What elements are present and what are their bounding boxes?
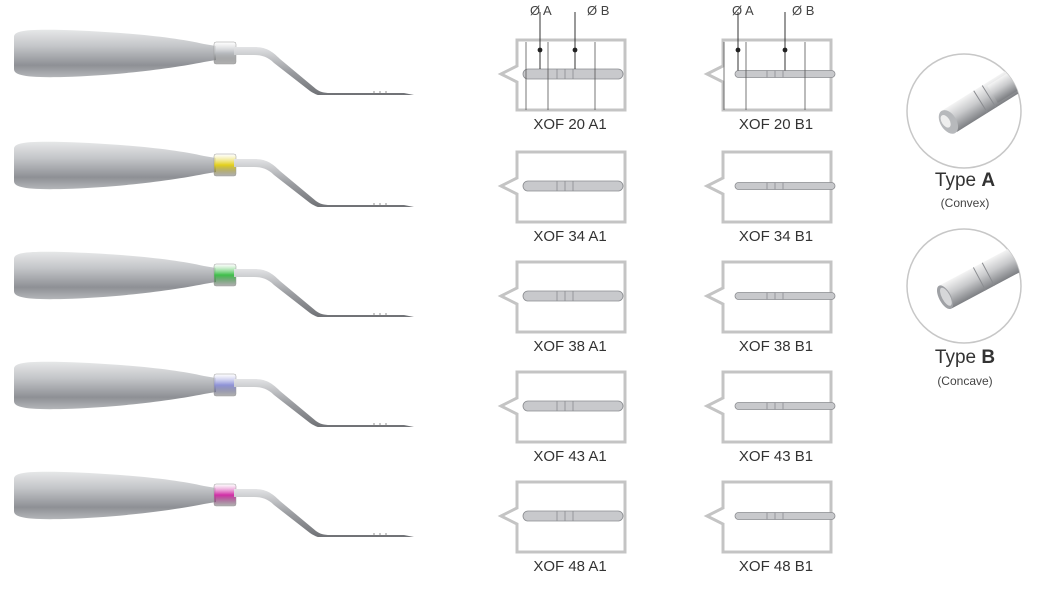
shaft [234, 379, 414, 427]
instrument-code: XOF 38 A1 [533, 338, 607, 355]
type-a-title: Type A [895, 170, 1035, 192]
tip-detail-box [703, 12, 836, 112]
diameter-a-label-b: Ø A [732, 3, 754, 18]
type-a-tip-circle [905, 52, 1023, 170]
collar [213, 483, 237, 507]
instrument-1 [4, 15, 424, 95]
collar [213, 373, 237, 397]
type-a-prefix: Type [934, 170, 982, 191]
instrument-2 [4, 127, 424, 207]
handle [14, 251, 216, 300]
diameter-a-label-a: Ø A [530, 3, 552, 18]
collar [213, 153, 237, 177]
diameter-b-label-b: Ø B [792, 3, 815, 18]
tip-detail-box [703, 150, 836, 224]
type-a-note: (Convex) [940, 196, 990, 210]
type-b-tip-circle [905, 227, 1023, 345]
collar [213, 263, 237, 287]
instrument-code: XOF 20 A1 [533, 116, 607, 133]
instrument-code: XOF 43 A1 [533, 448, 607, 465]
type-b-note: (Concave) [937, 374, 993, 388]
instrument-code: XOF 38 B1 [738, 338, 814, 355]
tip-detail-box [497, 150, 627, 224]
instrument-code: XOF 34 A1 [533, 228, 607, 245]
shaft [234, 47, 414, 95]
tip-detail-box [703, 370, 836, 444]
instrument-code: XOF 20 B1 [738, 116, 814, 133]
diameter-b-label-a: Ø B [587, 3, 610, 18]
tip-detail-box [497, 12, 627, 112]
instrument-code: XOF 43 B1 [738, 448, 814, 465]
instrument-5 [4, 457, 424, 537]
instrument-code: XOF 34 B1 [738, 228, 814, 245]
type-b-letter: B [981, 347, 996, 368]
instrument-3 [4, 237, 424, 317]
instrument-code: XOF 48 B1 [738, 558, 814, 575]
shaft [234, 269, 414, 317]
handle [14, 361, 216, 410]
tip-detail-box [497, 480, 627, 554]
collar [213, 41, 237, 65]
tip-detail-box [497, 370, 627, 444]
instrument-4 [4, 347, 424, 427]
type-b-prefix: Type [934, 347, 982, 368]
shaft [234, 489, 414, 537]
type-b-title: Type B [895, 347, 1035, 369]
shaft [234, 159, 414, 207]
handle [14, 29, 216, 78]
handle [14, 471, 216, 520]
instrument-code: XOF 48 A1 [533, 558, 607, 575]
tip-detail-box [703, 260, 836, 334]
tip-detail-box [703, 480, 836, 554]
type-a-letter: A [981, 170, 996, 191]
handle [14, 141, 216, 190]
tip-detail-box [497, 260, 627, 334]
